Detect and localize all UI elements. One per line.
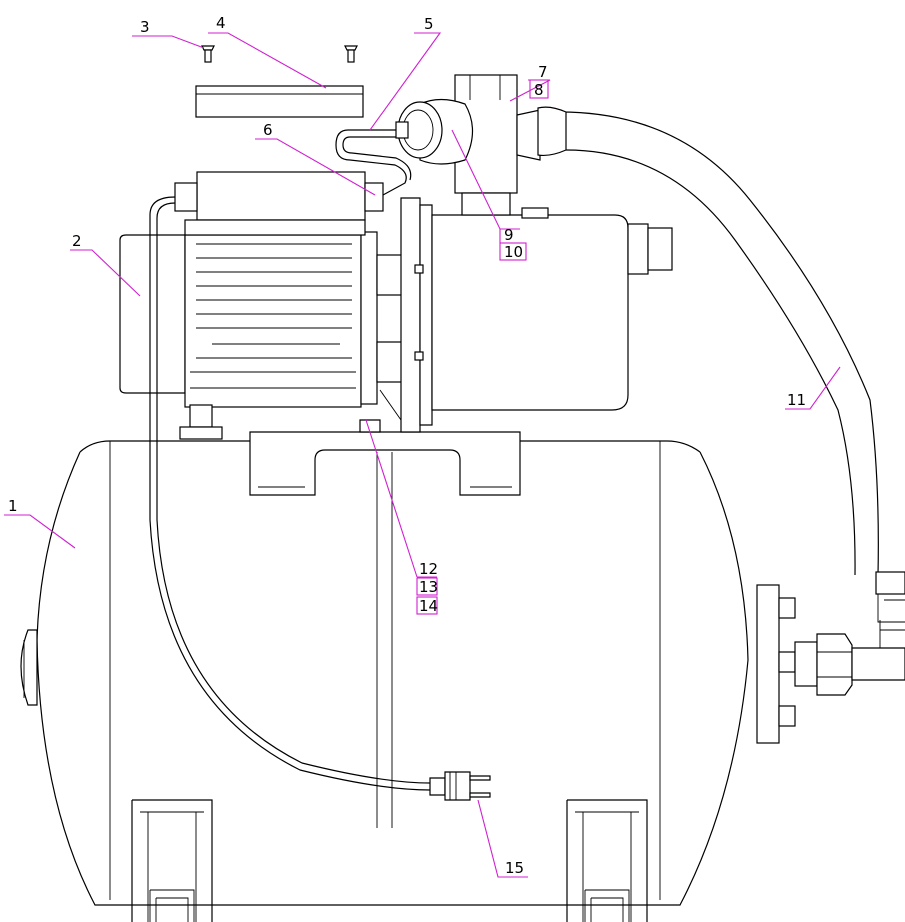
box-14 [416,596,438,615]
callout-15: 15 [505,859,524,877]
callout-9: 9 [504,226,514,244]
callout-12: 12 [419,560,438,578]
callout-13: 13 [419,578,438,596]
callout-14: 14 [419,597,438,615]
callout-11: 11 [787,391,806,409]
callout-3: 3 [140,18,150,36]
pressure-tank [20,431,905,922]
callout-7: 7 [538,63,548,81]
box-8 [529,79,549,99]
screws-and-cover [195,45,364,118]
pump-body [359,197,673,433]
callout-8: 8 [534,81,544,99]
box-13 [416,577,438,596]
delivery-hose [559,111,905,623]
callout-10: 10 [504,243,523,261]
callout-2: 2 [72,232,82,250]
callout-5: 5 [424,15,434,33]
power-cable [149,196,491,801]
leader-lines [4,32,841,878]
callout-6: 6 [263,121,273,139]
pressure-switch-assembly [335,74,567,216]
pump-motor [119,171,410,440]
callout-1: 1 [8,497,18,515]
box-10 [499,242,527,261]
callout-4: 4 [216,14,226,32]
